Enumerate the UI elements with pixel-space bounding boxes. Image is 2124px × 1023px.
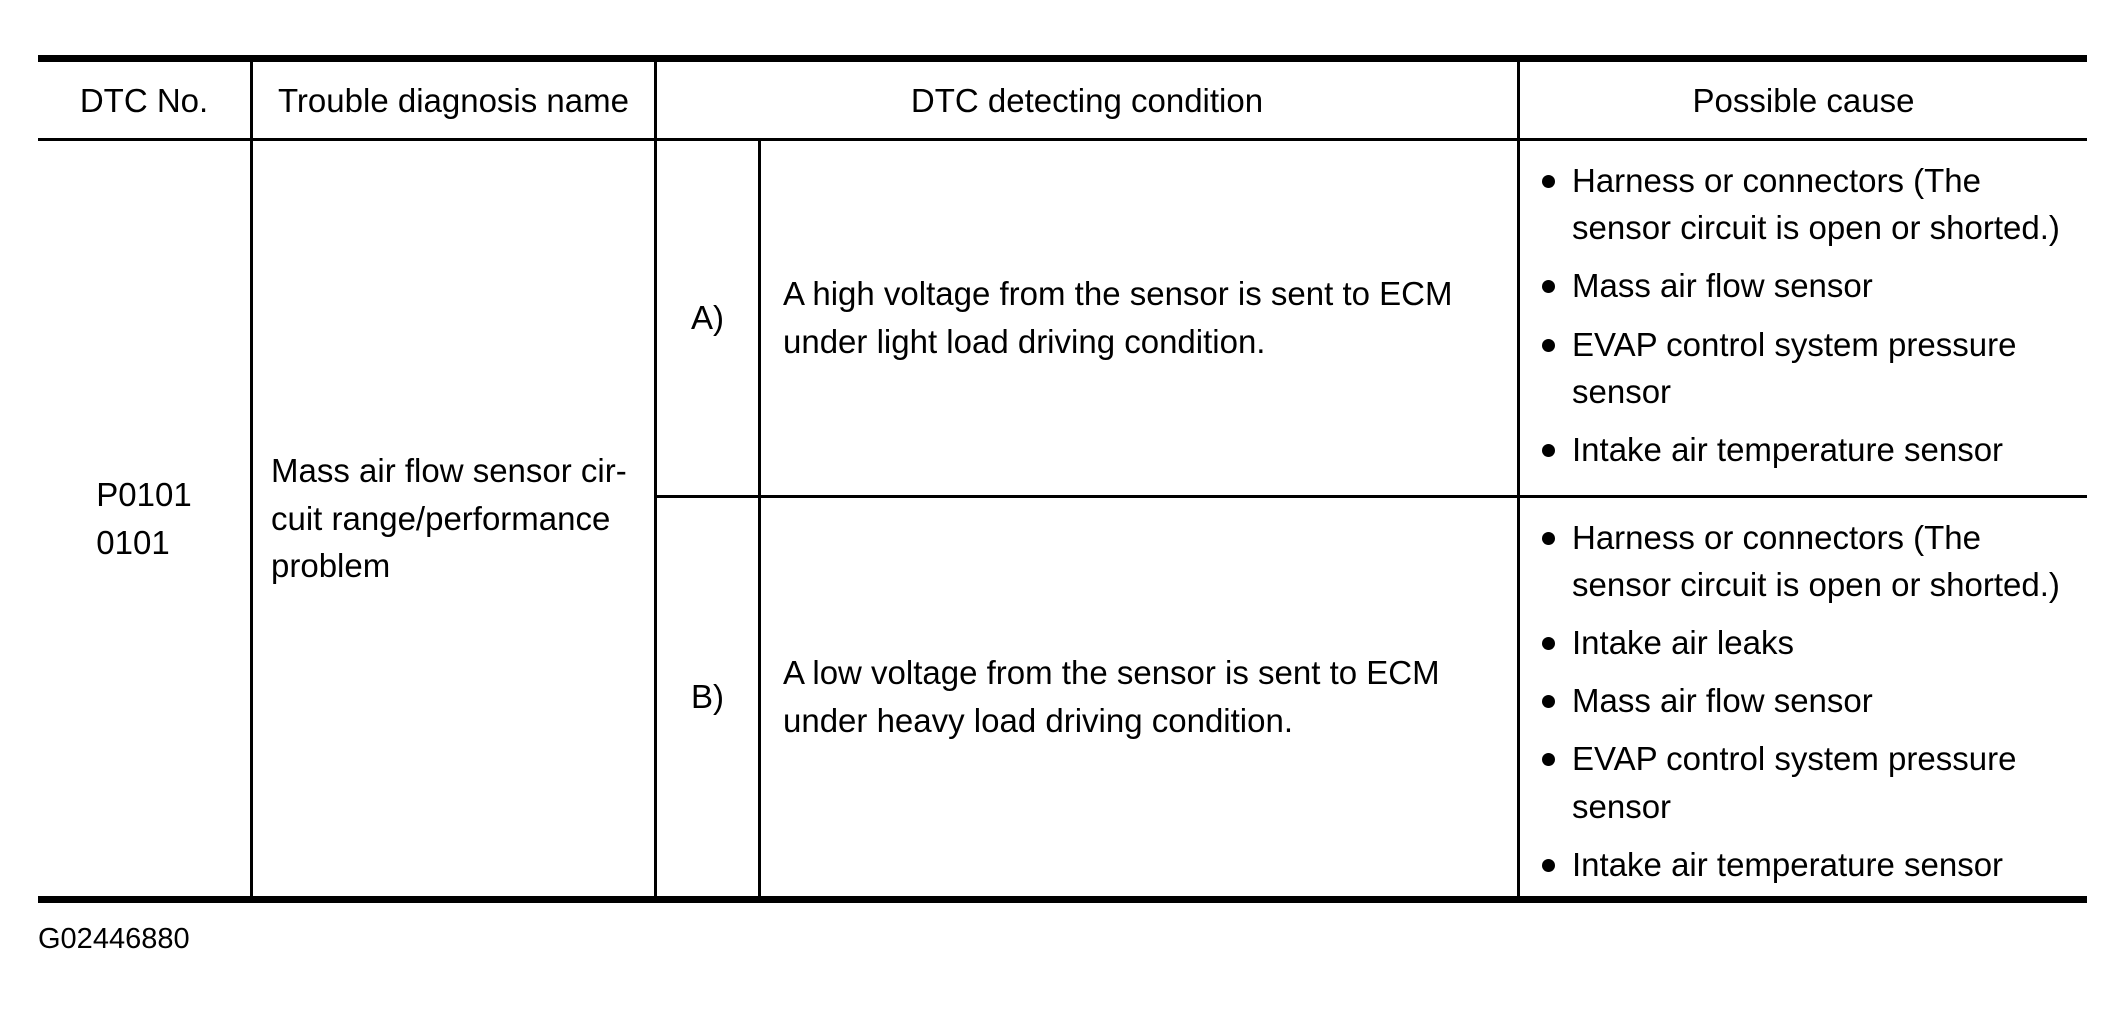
bullet-icon <box>1542 443 1555 457</box>
condition-row-divider <box>657 494 2087 498</box>
header-divider-2 <box>654 62 657 138</box>
list-item: EVAP control system pressure sensor <box>1542 321 2077 415</box>
bullet-icon <box>1542 637 1555 651</box>
list-item: Mass air flow sensor <box>1542 262 2077 309</box>
list-item: Intake air temperature sensor <box>1542 426 2077 473</box>
cause-text: Intake air temperature sensor <box>1572 845 2004 883</box>
list-item: Intake air leaks <box>1542 619 2077 666</box>
cause-text: Mass air flow sensor <box>1572 682 1873 720</box>
cause-text: EVAP control system pressure sensor <box>1572 740 2017 825</box>
dtc-no-line-2: 0101 <box>96 523 170 561</box>
condition-marker-a: A) <box>691 298 724 336</box>
header-divider-3 <box>1517 62 1520 138</box>
cause-divider-b <box>1517 497 1520 896</box>
cause-text: Harness or connectors (The sensor circui… <box>1572 518 2060 603</box>
condition-marker-b: B) <box>691 677 724 715</box>
bullet-icon <box>1542 338 1555 352</box>
header-possible-cause: Possible cause <box>1692 81 1915 119</box>
table-header-row: DTC No. Trouble diagnosis name DTC detec… <box>38 62 2087 138</box>
header-divider-1 <box>250 62 253 138</box>
list-item: Harness or connectors (The sensor circui… <box>1542 157 2077 251</box>
dtc-diagnosis-table: DTC No. Trouble diagnosis name DTC detec… <box>38 55 2087 903</box>
header-trouble-diagnosis-name: Trouble diagnosis name <box>278 81 629 119</box>
cause-cell-a: Harness or connectors (The sensor circui… <box>1520 141 2087 495</box>
dtc-no-line-1: P0101 <box>96 475 192 513</box>
cause-text: Mass air flow sensor <box>1572 267 1873 305</box>
bullet-icon <box>1542 531 1555 545</box>
cause-cell-b: Harness or connectors (The sensor circui… <box>1520 498 2087 896</box>
cause-text: Harness or connectors (The sensor circui… <box>1572 162 2060 247</box>
body-divider-2 <box>654 141 657 896</box>
list-item: Intake air temperature sensor <box>1542 841 2077 888</box>
table-top-rule <box>38 55 2087 62</box>
bullet-icon <box>1542 695 1555 709</box>
list-item: EVAP control system pressure sensor <box>1542 735 2077 829</box>
bullet-icon <box>1542 280 1555 294</box>
cause-text: Intake air temperature sensor <box>1572 430 2004 468</box>
condition-cause-stack: A) A high voltage from the sensor is sen… <box>657 141 2087 896</box>
condition-row-b: B) A low voltage from the sensor is sent… <box>657 497 2087 896</box>
header-bottom-rule <box>38 138 2087 141</box>
cell-dtc-no: P0101 0101 <box>38 141 250 896</box>
cause-text: Intake air leaks <box>1572 624 1794 662</box>
bullet-icon <box>1542 175 1555 188</box>
cause-list-b: Harness or connectors (The sensor circui… <box>1542 514 2077 888</box>
condition-row-a: A) A high voltage from the sensor is sen… <box>657 141 2087 495</box>
header-dtc-detecting-condition: DTC detecting condition <box>910 81 1264 119</box>
list-item: Mass air flow sensor <box>1542 677 2077 724</box>
cause-divider-a <box>1517 141 1520 495</box>
marker-divider-b <box>758 497 761 896</box>
list-item: Harness or connectors (The sensor circui… <box>1542 514 2077 608</box>
table-body-row: P0101 0101 Mass air flow sensor cir-cuit… <box>38 141 2087 896</box>
marker-divider-a <box>758 141 761 495</box>
header-dtc-no: DTC No. <box>79 81 209 119</box>
cell-trouble-diagnosis-name: Mass air flow sensor cir-cuit range/perf… <box>271 451 627 585</box>
figure-caption: G02446880 <box>38 923 190 955</box>
table-bottom-rule <box>38 896 2087 903</box>
condition-text-b: A low voltage from the sensor is sent to… <box>783 654 1440 739</box>
cause-list-a: Harness or connectors (The sensor circui… <box>1542 157 2077 473</box>
cause-text: EVAP control system pressure sensor <box>1572 325 2017 410</box>
body-divider-1 <box>250 141 253 896</box>
bullet-icon <box>1542 858 1555 872</box>
condition-text-a: A high voltage from the sensor is sent t… <box>783 275 1453 360</box>
bullet-icon <box>1542 753 1555 767</box>
